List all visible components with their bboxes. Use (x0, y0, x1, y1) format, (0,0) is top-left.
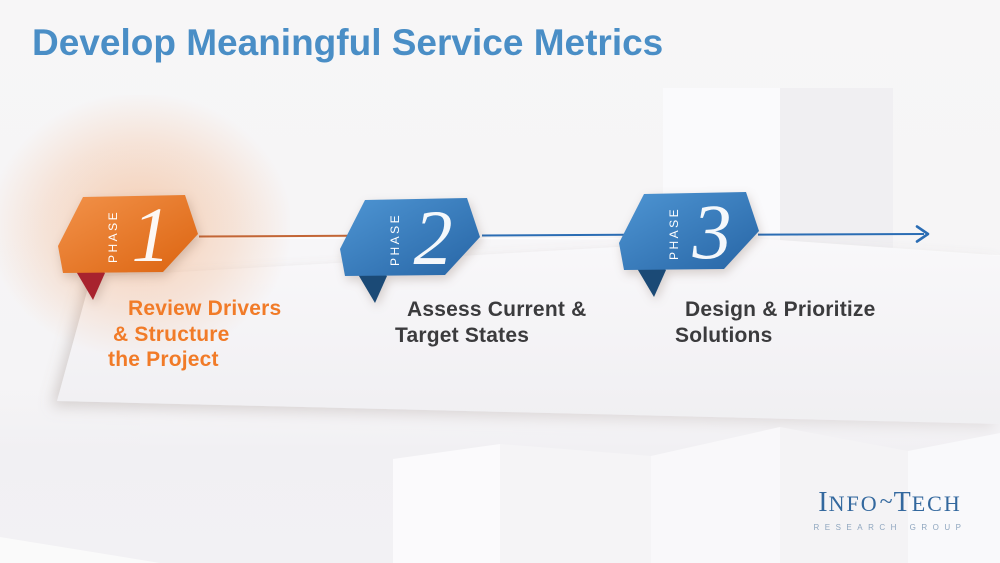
phase-1-caption-line: Review Drivers (128, 297, 282, 320)
arrow-right-icon (915, 225, 930, 243)
phase-2-number: 2 (414, 196, 453, 281)
infotech-logo: INFO~TECH RESEARCH GROUP (805, 488, 975, 533)
phase-1-ribbon (58, 195, 198, 273)
timeline-segment-blue-2 (757, 233, 925, 236)
phase-1-banner: PHASE 1 (58, 193, 198, 300)
phase-2-label: PHASE (388, 213, 402, 266)
bottom-band (0, 390, 1000, 563)
background-cube-slab-dark (780, 88, 893, 418)
logo-letter: I (818, 487, 829, 518)
phase-2-caption: Assess Current & Target States (393, 297, 586, 348)
timeline-segment-blue-1 (481, 233, 625, 237)
phase-1-number: 1 (132, 193, 171, 278)
logo-letters: NFO (828, 491, 879, 516)
phase-3-caption: Design & Prioritize Solutions (673, 297, 876, 348)
phase-3-caption-line: Solutions (675, 323, 773, 347)
bottom-cube-1 (393, 444, 500, 563)
infotech-subtitle: RESEARCH GROUP (813, 523, 967, 532)
phase-2-banner: PHASE 2 (340, 196, 480, 303)
page-title: Develop Meaningful Service Metrics (32, 22, 664, 63)
phase-3-banner: PHASE 3 (619, 190, 759, 297)
bottom-cube-6 (0, 537, 160, 563)
phase-2-caption-line: Target States (395, 323, 530, 347)
phase-3-label: PHASE (667, 207, 681, 260)
phase-3-number: 3 (692, 190, 732, 275)
bottom-cube-2 (500, 444, 651, 563)
phase-1-caption: Review Drivers & Structure the Project (103, 296, 281, 373)
phase-2-ribbon (340, 198, 480, 276)
phase-3-caption-line: Design & Prioritize (685, 298, 876, 321)
phase-1-label: PHASE (106, 210, 120, 263)
phase-1-caption-line: the Project (108, 348, 219, 371)
logo-tilde: ~ (879, 489, 893, 515)
bottom-cube-3 (651, 427, 780, 563)
infotech-wordmark: INFO~TECH (805, 488, 975, 522)
logo-letter: T (893, 487, 912, 518)
phase-1-caption-line: & Structure (113, 322, 230, 346)
phase-3-ribbon (619, 192, 759, 270)
logo-letters: ECH (911, 491, 962, 516)
phase-2-caption-line: Assess Current & (407, 298, 587, 321)
